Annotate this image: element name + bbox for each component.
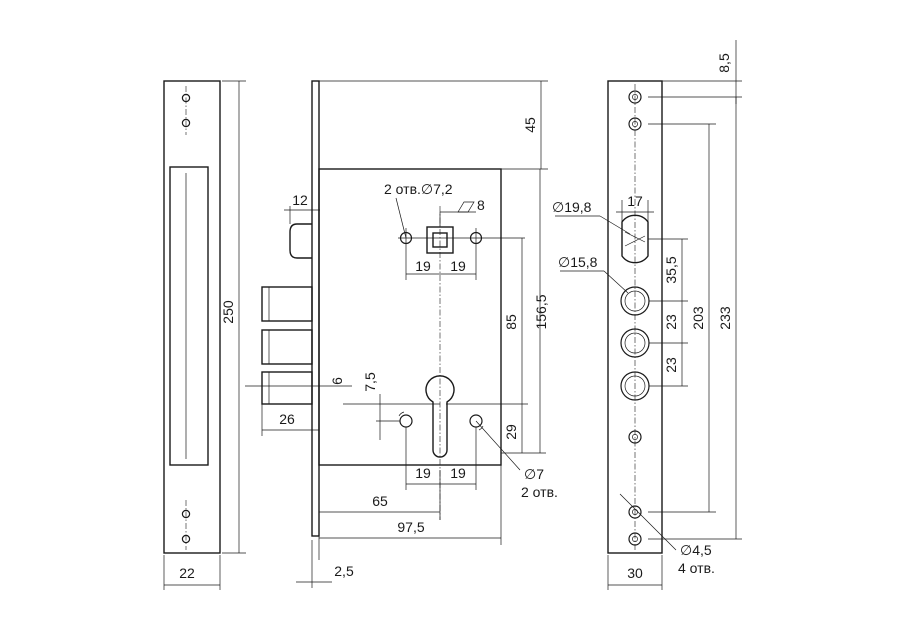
latch-opening-callout: ∅19,8 17 xyxy=(552,193,654,235)
dim-label-65: 65 xyxy=(372,493,388,509)
faceplate-front-outline xyxy=(607,80,663,554)
dim-label-23: 23 xyxy=(663,314,679,330)
dim-6-7-5: 6 7,5 xyxy=(245,372,440,440)
square-symbol xyxy=(457,201,475,213)
screw-holes-count-label: 4 отв. xyxy=(678,560,715,576)
cylinder-cutout xyxy=(425,375,455,458)
latch-opening xyxy=(621,214,649,264)
dim-label-19: 19 xyxy=(415,465,431,481)
dead-bolt xyxy=(261,329,313,365)
dim-label-19: 19 xyxy=(415,258,431,274)
spindle-holes-label: 2 отв.∅7,2 xyxy=(384,181,453,197)
screw-holes-dia-label: ∅4,5 xyxy=(680,542,712,558)
dim-label-29: 29 xyxy=(503,424,519,440)
dim-label-26: 26 xyxy=(279,411,295,427)
dim-label-156-5: 156,5 xyxy=(533,294,549,329)
cylinder-mount-hole xyxy=(399,414,413,428)
cyl-holes-count-label: 2 отв. xyxy=(521,484,558,500)
dim-label-23: 23 xyxy=(663,357,679,373)
dim-label-7-5: 7,5 xyxy=(362,372,378,392)
dim-label-203: 203 xyxy=(690,306,706,330)
dia-19-8-label: ∅19,8 xyxy=(552,199,592,215)
lock-body xyxy=(261,80,525,537)
dim-label-35-5: 35,5 xyxy=(663,256,679,283)
dim-label-30: 30 xyxy=(627,565,643,581)
dim-spindle-spacing: 19 19 xyxy=(406,258,476,275)
dim-203-233: 203 233 xyxy=(648,97,742,540)
dim-label-85: 85 xyxy=(503,314,519,330)
square-spindle-callout: 8 xyxy=(439,197,485,226)
dim-45: 45 xyxy=(319,80,548,170)
dim-30: 30 xyxy=(607,555,663,590)
dim-label-233: 233 xyxy=(717,306,733,330)
latch-bolt xyxy=(289,223,312,259)
strike-plate-outline xyxy=(163,80,221,554)
bolt-opening-callout: ∅15,8 xyxy=(558,254,629,294)
dim-250: 250 xyxy=(220,80,246,554)
faceplate-front xyxy=(607,80,663,554)
dim-label-12: 12 xyxy=(292,192,308,208)
dim-label-2-5: 2,5 xyxy=(334,563,354,579)
lock-case xyxy=(318,168,502,466)
dim-cylinder-spacing: 19 19 xyxy=(405,427,477,490)
dim-label-8-5: 8,5 xyxy=(716,53,732,73)
dim-label-97-5: 97,5 xyxy=(397,519,424,535)
screw-holes-callout: ∅4,5 4 отв. xyxy=(619,493,715,576)
dim-opening-spacing: 35,5 23 23 xyxy=(648,238,688,387)
dead-bolt xyxy=(261,371,313,405)
faceplate xyxy=(311,80,320,537)
dim-85-156-29: 85 156,5 29 xyxy=(446,169,549,454)
dim-label-45: 45 xyxy=(522,117,538,133)
spindle-holes-callout: 2 отв.∅7,2 xyxy=(384,181,453,239)
dim-label-6: 6 xyxy=(329,377,345,385)
dim-label-19: 19 xyxy=(450,465,466,481)
dim-backset: 65 97,5 2,5 xyxy=(296,465,502,588)
dia-15-8-label: ∅15,8 xyxy=(558,254,598,270)
dim-12: 12 xyxy=(284,192,320,224)
strike-plate-window xyxy=(169,166,209,466)
dim-label-22: 22 xyxy=(179,565,195,581)
dim-label-19: 19 xyxy=(450,258,466,274)
dim-8-5: 8,5 xyxy=(648,40,742,104)
strike-plate xyxy=(163,80,221,554)
dim-26: 26 xyxy=(261,404,319,436)
dead-bolt xyxy=(261,286,313,322)
cyl-holes-dia-label: ∅7 xyxy=(524,466,544,482)
dim-label-250: 250 xyxy=(220,300,236,324)
cylinder-holes-callout: ∅7 2 отв. xyxy=(475,420,558,500)
dim-22: 22 xyxy=(163,555,221,590)
dim-label-17: 17 xyxy=(627,193,643,209)
square-spindle-label: 8 xyxy=(477,197,485,213)
